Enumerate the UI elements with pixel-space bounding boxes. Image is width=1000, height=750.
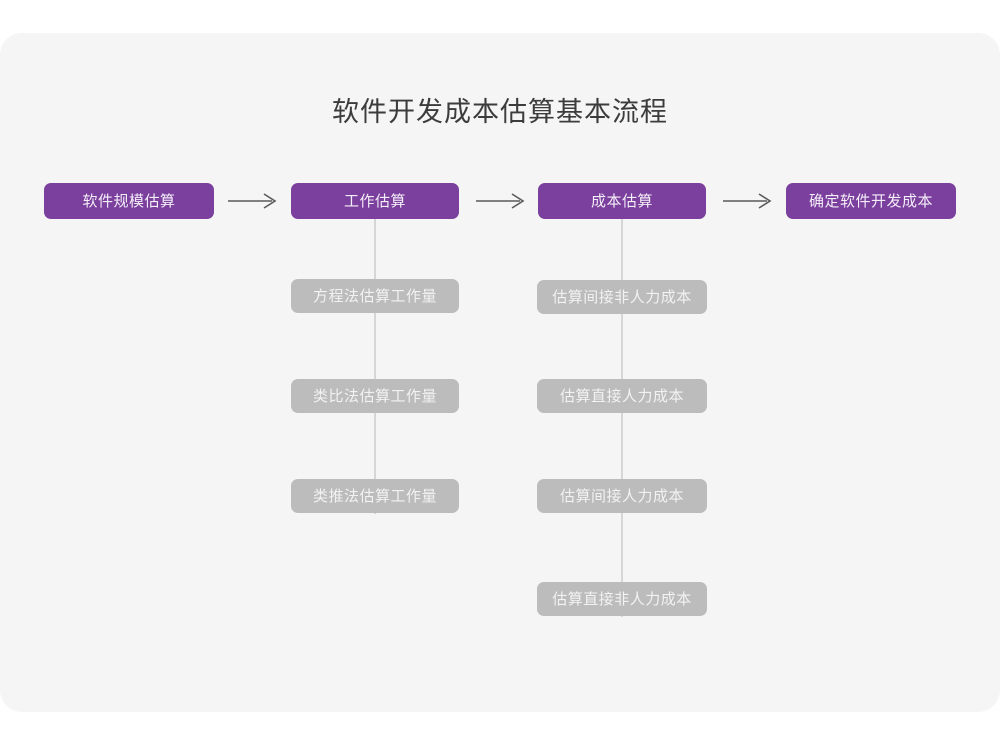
arrow-right-icon-1 bbox=[228, 190, 280, 212]
flow-substep-label: 估算直接非人力成本 bbox=[552, 590, 692, 608]
flow-substep-label: 估算间接非人力成本 bbox=[552, 288, 692, 306]
page-title: 软件开发成本估算基本流程 bbox=[332, 97, 668, 127]
flow-step-effort-estimation[interactable]: 工作估算 bbox=[291, 183, 459, 219]
flow-step-label: 工作估算 bbox=[343, 192, 406, 210]
flow-substep-label: 估算间接人力成本 bbox=[559, 487, 684, 505]
flow-substep-analogy-method[interactable]: 类比法估算工作量 bbox=[291, 379, 459, 413]
flow-substep-label: 类比法估算工作量 bbox=[312, 387, 437, 405]
flow-substep-label: 估算直接人力成本 bbox=[559, 387, 684, 405]
arrow-right-icon-3 bbox=[723, 190, 775, 212]
flow-step-determine-development-cost[interactable]: 确定软件开发成本 bbox=[786, 183, 956, 219]
flow-substep-equation-method[interactable]: 方程法估算工作量 bbox=[291, 279, 459, 313]
diagram-card bbox=[0, 33, 1000, 712]
flow-step-software-scale-estimation[interactable]: 软件规模估算 bbox=[44, 183, 214, 219]
flow-substep-direct-nonlabor-cost[interactable]: 估算直接非人力成本 bbox=[537, 582, 707, 616]
flow-step-label: 成本估算 bbox=[590, 192, 653, 210]
flow-step-label: 软件规模估算 bbox=[82, 192, 176, 210]
connector-line-step-3 bbox=[621, 218, 623, 617]
flow-substep-indirect-labor-cost[interactable]: 估算间接人力成本 bbox=[537, 479, 707, 513]
connector-line-step-2 bbox=[374, 218, 376, 514]
flow-step-cost-estimation[interactable]: 成本估算 bbox=[538, 183, 706, 219]
arrow-right-icon-2 bbox=[476, 190, 528, 212]
flow-substep-indirect-nonlabor-cost[interactable]: 估算间接非人力成本 bbox=[537, 280, 707, 314]
flow-substep-inference-method[interactable]: 类推法估算工作量 bbox=[291, 479, 459, 513]
flow-step-label: 确定软件开发成本 bbox=[808, 192, 933, 210]
flow-substep-label: 方程法估算工作量 bbox=[312, 287, 437, 305]
flow-substep-label: 类推法估算工作量 bbox=[312, 487, 437, 505]
flow-substep-direct-labor-cost[interactable]: 估算直接人力成本 bbox=[537, 379, 707, 413]
